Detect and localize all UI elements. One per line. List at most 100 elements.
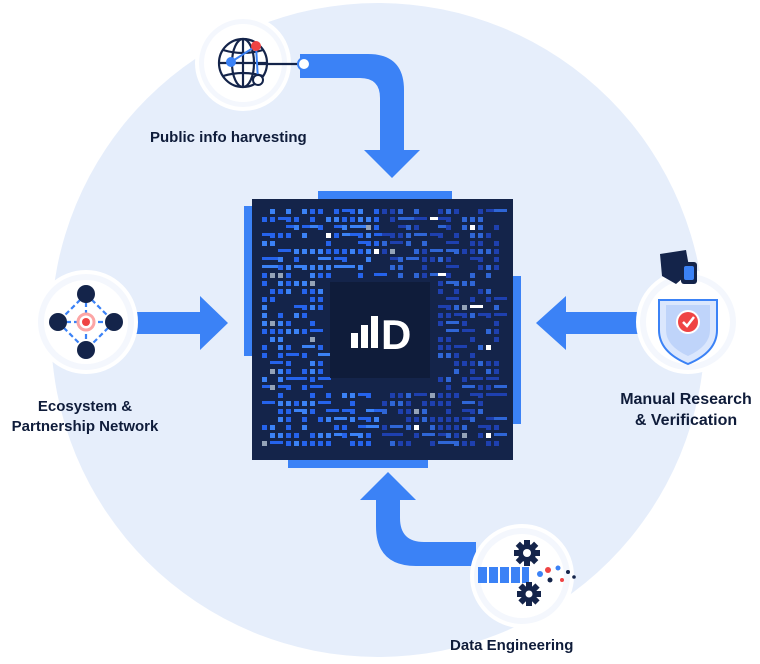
chip-cell (462, 441, 467, 446)
chip-cell (478, 361, 483, 366)
chip-cell (438, 393, 443, 398)
chip-cell (326, 393, 331, 398)
chip-cell (422, 433, 435, 436)
chip-cell (302, 441, 307, 446)
chip-cell (494, 305, 499, 310)
chip-cell (262, 265, 275, 268)
chip-cell (422, 409, 427, 414)
chip-cell (302, 305, 307, 310)
chip-cell (462, 217, 467, 222)
chip-cell (262, 233, 275, 236)
chip-cell (462, 225, 467, 230)
chip-cell (278, 313, 283, 318)
chip-cell (262, 425, 267, 430)
chip-cell (414, 233, 427, 236)
chip-cell (454, 361, 459, 366)
chip-cell (390, 233, 395, 238)
chip-cell (294, 329, 299, 334)
chip-cell (486, 233, 491, 238)
chip-cell (454, 369, 459, 374)
chip-cell (478, 225, 483, 230)
chip-cell (342, 225, 347, 230)
chip-cell (438, 417, 443, 422)
chip-cell (286, 329, 291, 334)
chip-cell (310, 441, 315, 446)
chip-cell (270, 433, 275, 438)
chip-cell (390, 265, 395, 270)
chip-cell (446, 329, 459, 332)
chip-cell (310, 225, 323, 228)
chip-cell (446, 265, 459, 268)
chip-cell (286, 409, 291, 414)
chip-cell (438, 305, 451, 308)
chip-cell (294, 313, 299, 318)
chip-cell (286, 433, 291, 438)
chip-cell (310, 385, 323, 388)
chip-cell (462, 313, 467, 318)
chip-cell (318, 209, 323, 214)
chip-cell (310, 321, 315, 326)
chip-cell (494, 425, 499, 430)
chip-cell (310, 209, 315, 214)
chip-cell (262, 241, 267, 246)
chip-cell (262, 329, 267, 334)
chip-cell (342, 393, 347, 398)
chip-cell (430, 273, 443, 276)
chip-cell (494, 225, 499, 230)
chip-cell (342, 233, 355, 236)
chip-cell (454, 345, 467, 348)
chip-cell (382, 409, 387, 414)
chip-cell (422, 265, 427, 270)
chip-cell (262, 377, 267, 382)
label-manual-line2: & Verification (634, 412, 738, 429)
chip-cell (446, 385, 451, 390)
chip-cell (414, 249, 419, 254)
chip-cell (390, 441, 395, 446)
chip-cell (462, 409, 475, 412)
chip-cell (278, 345, 283, 350)
chip-cell (486, 249, 491, 254)
chip-cell (454, 313, 467, 316)
gears-pipeline-icon (470, 524, 576, 628)
label-ecosystem-line1: Ecosystem & (37, 398, 133, 415)
label-manual-research: Manual Research & Verification (612, 389, 760, 431)
chip-cell (310, 289, 315, 294)
chip-cell (302, 385, 307, 390)
chip-cell (438, 353, 443, 358)
chip-cell (406, 441, 411, 446)
chip-cell (414, 409, 419, 414)
chip-cell (414, 433, 419, 438)
label-ecosystem-partnership: Ecosystem & Partnership Network (0, 397, 170, 437)
chip-cell (446, 273, 451, 278)
chip-cell (494, 369, 499, 374)
chip-cell (366, 409, 379, 412)
chip-cell (406, 225, 411, 230)
chip-cell (302, 409, 307, 414)
chip-cell (326, 265, 331, 270)
chip-cell (438, 321, 443, 326)
chip-cell (286, 353, 299, 356)
chip-cell (494, 257, 499, 262)
chip-cell (494, 393, 507, 396)
chip-cell (302, 249, 307, 254)
chip-cell (278, 377, 283, 382)
chip-cell (430, 441, 435, 446)
chip-cell (350, 401, 355, 406)
chip-cell (326, 433, 331, 438)
chip-cell (494, 385, 507, 388)
chip-cell (454, 417, 459, 422)
chip-cell (462, 361, 467, 366)
chip-cell (278, 217, 291, 220)
chip-cell (438, 225, 451, 228)
chip-cell (270, 369, 275, 374)
chip-cell (270, 337, 275, 342)
chip-cell (318, 305, 323, 310)
chip-cell (358, 433, 363, 438)
chip-cell (390, 425, 403, 428)
chip-cell (414, 417, 419, 422)
chip-cell (302, 265, 307, 270)
chip-cell (286, 225, 299, 228)
chip-cell (358, 417, 371, 420)
chip-cell (390, 241, 403, 244)
chip-cell (302, 369, 307, 374)
